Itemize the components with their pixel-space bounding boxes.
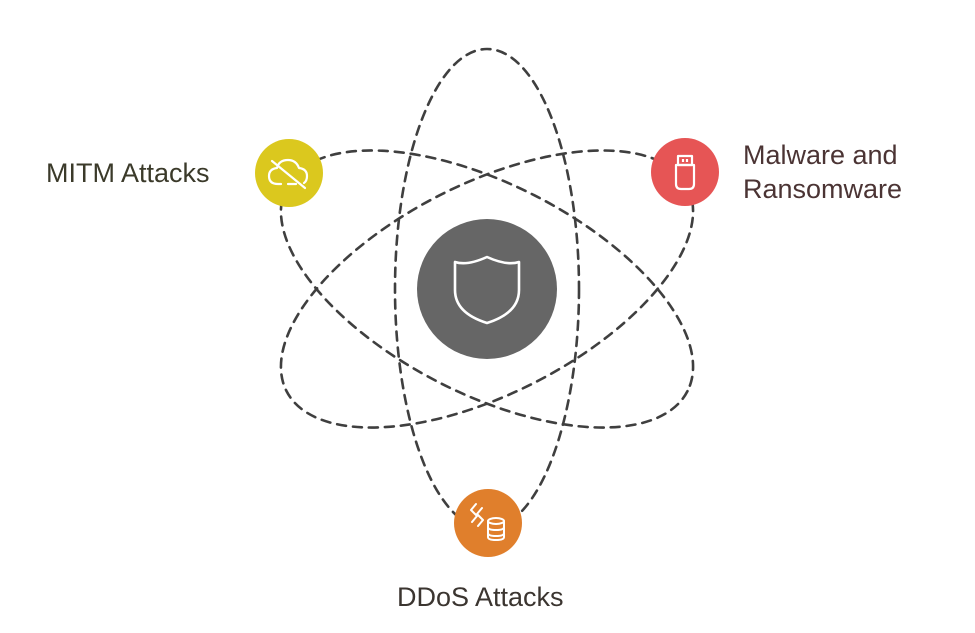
center-circle xyxy=(417,219,557,359)
server-attack-icon xyxy=(470,503,505,541)
mitm-node xyxy=(255,139,323,207)
usb-drive-icon xyxy=(674,154,696,191)
center-node xyxy=(417,219,557,359)
malware-label: Malware and Ransomware xyxy=(743,140,903,204)
ddos-node xyxy=(454,489,522,557)
mitm-circle xyxy=(255,139,323,207)
shield-icon xyxy=(453,255,521,325)
malware-node xyxy=(651,138,719,206)
cloud-off-icon xyxy=(267,158,309,190)
mitm-label: MITM Attacks xyxy=(46,158,210,188)
ddos-label: DDoS Attacks xyxy=(397,582,564,612)
malware-circle xyxy=(651,138,719,206)
